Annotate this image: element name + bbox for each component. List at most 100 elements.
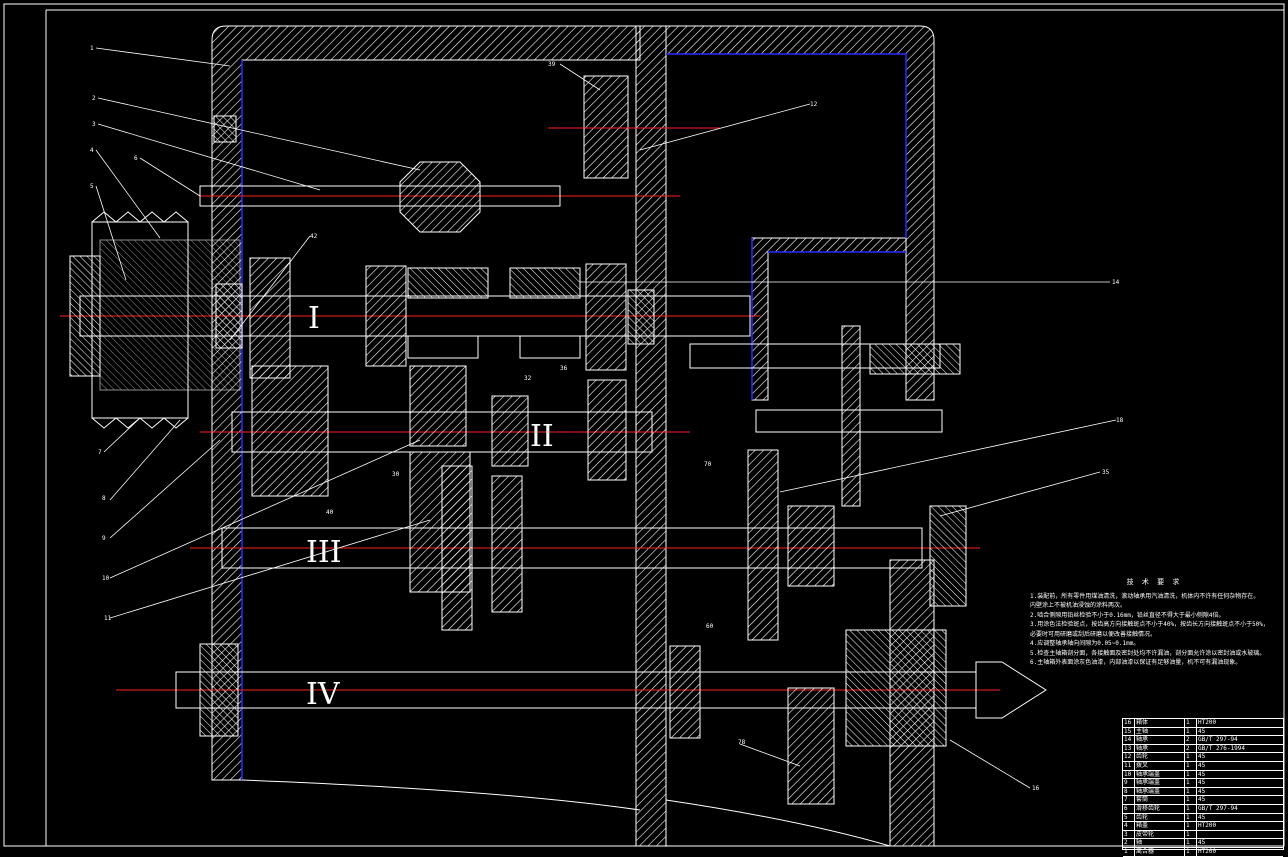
callout: 3 <box>92 121 96 128</box>
callout: 6 <box>134 155 138 162</box>
bom-cell: 1 <box>1185 761 1197 770</box>
callout: 11 <box>104 615 112 622</box>
bom-cell: 齿轮 <box>1135 813 1185 822</box>
housing-bottom-curve <box>241 779 891 847</box>
bom-cell: 5 <box>1123 813 1135 822</box>
pulley-grooves-top <box>91 211 189 223</box>
leader-lines <box>95 47 1117 789</box>
housing-middle-wall <box>635 25 667 847</box>
bom-cell: 1 <box>1185 727 1197 736</box>
note-line: 5.检查主轴箱剖分面，各接触面及密封处均不许漏油，剖分面允许涂以密封油或水玻璃。 <box>1030 649 1266 657</box>
callout: 60 <box>706 623 714 630</box>
bom-cell: 11 <box>1123 761 1135 770</box>
pulley-hub <box>69 255 101 377</box>
note-line: 6.主轴箱外表面涂灰色油漆，内部油漆以保证有足够油量，机不可有漏油现象。 <box>1030 659 1242 666</box>
shaft-iii-end-cap <box>929 505 967 607</box>
bom-cell: 4 <box>1123 822 1135 830</box>
callout: 1 <box>90 45 94 52</box>
note-line: 1.装配前，所有零件用煤油清洗，滚动轴承用汽油清洗，机体内不许有任何杂物存在。 <box>1030 592 1260 600</box>
bom-cell: 轴承端盖 <box>1135 770 1185 779</box>
bom-cell: 皮带轮 <box>1135 830 1185 839</box>
bom-cell: 3 <box>1123 830 1135 839</box>
bom-cell: 拨叉 <box>1135 761 1185 770</box>
bom-cell <box>1197 831 1283 839</box>
bom-cell: 1 <box>1185 839 1197 847</box>
shift-fork <box>841 325 861 507</box>
callout: 40 <box>326 509 334 516</box>
bom-cell: 45 <box>1198 779 1206 787</box>
bom-cell: 45 <box>1198 770 1206 778</box>
bom-cell: 2 <box>1185 736 1197 744</box>
bom-cell: 离合器 <box>1135 847 1185 856</box>
bom-cell: HT200 <box>1198 822 1217 830</box>
bom-cell: 45 <box>1198 727 1206 735</box>
bom-cell: 1 <box>1185 830 1197 839</box>
note-line: 3.用涂色法检验斑点，按齿高方向接触斑点不小于40%，按齿长方向接触斑点不小于5… <box>1030 621 1269 628</box>
bom-cell: GB/T 297-94 <box>1198 804 1238 812</box>
callout: 42 <box>310 233 318 240</box>
bom-cell: 1 <box>1185 822 1197 830</box>
gear-iii-5 <box>787 505 835 587</box>
gear-ii-3 <box>491 395 529 467</box>
bom-cell: 轴承 <box>1135 744 1185 753</box>
bom-cell: 1 <box>1185 779 1197 787</box>
callout: 4 <box>90 147 94 154</box>
fork-lever <box>399 161 481 233</box>
bom-cell: 1 <box>1185 753 1197 761</box>
callout: 5 <box>90 183 94 190</box>
shaft-label-i: I <box>308 301 320 336</box>
callout: 39 <box>548 61 556 68</box>
spindle-front-bearing <box>845 629 947 747</box>
note-line: 4.应调整轴承轴向间隙为0.05~0.1mm。 <box>1030 640 1140 647</box>
shaft-iii-body <box>221 527 923 569</box>
bom-cell: 2 <box>1185 744 1197 753</box>
bom-cell: 16 <box>1123 719 1135 727</box>
clutch-sleeve-2 <box>519 335 581 359</box>
bom-cell: 45 <box>1198 813 1206 821</box>
bom-cell: 6 <box>1123 804 1135 813</box>
callout: 36 <box>560 365 568 372</box>
callout: 32 <box>524 375 532 382</box>
shift-knob <box>869 343 961 375</box>
bom-cell: 9 <box>1123 779 1135 787</box>
bom-cell: 1 <box>1185 770 1197 779</box>
bom-cell: 14 <box>1123 736 1135 744</box>
gear-i-2 <box>365 265 407 367</box>
bom-cell: 45 <box>1198 753 1206 761</box>
note-line: 必要时可用研磨或刮后研磨以便改善接触情况。 <box>1030 630 1157 638</box>
gear-iii-2 <box>441 465 473 631</box>
bom-cell: 2 <box>1123 839 1135 847</box>
shaft-i-bearing-left <box>215 283 243 349</box>
technical-requirements: 技 术 要 求 1.装配前，所有零件用煤油清洗，滚动轴承用汽油清洗，机体内不许有… <box>1030 578 1278 668</box>
gear-i-1 <box>249 257 291 379</box>
bom-cell: 45 <box>1198 787 1206 795</box>
clutch-discs-2 <box>509 267 581 299</box>
bom-cell: 45 <box>1198 839 1206 847</box>
bom-cell: 1 <box>1185 719 1197 727</box>
bom-cell: HT200 <box>1198 719 1217 726</box>
housing-boundary <box>241 53 907 780</box>
upper-gear-39 <box>583 75 629 179</box>
bom-cell: 轴承 <box>1135 736 1185 744</box>
bom-cell: 1 <box>1185 796 1197 804</box>
callout: 18 <box>1116 417 1124 424</box>
callout: 7 <box>98 449 102 456</box>
gear-ii-1 <box>251 365 329 497</box>
shaft-label-iii: III <box>306 535 342 570</box>
callout: 9 <box>102 535 106 542</box>
